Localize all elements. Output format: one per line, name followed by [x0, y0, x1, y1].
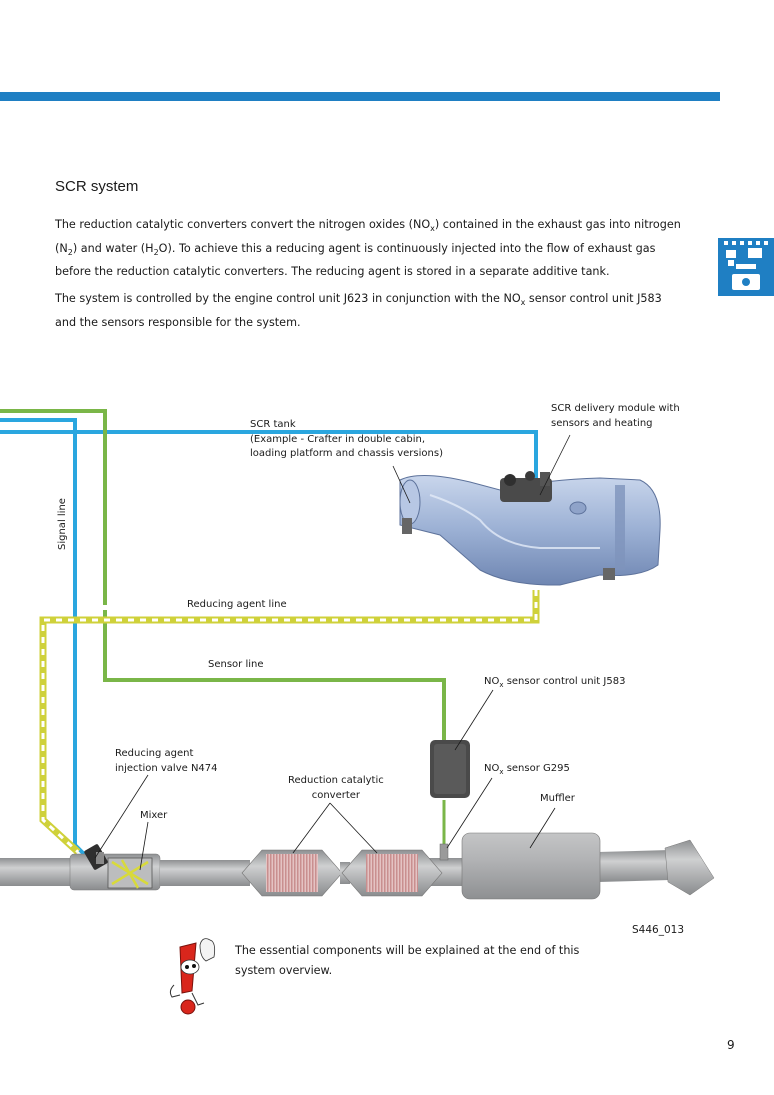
catalytic-converter-1 [241, 849, 343, 897]
scr-tank [399, 474, 661, 586]
system-overview-icon [724, 241, 768, 290]
mixer [107, 857, 153, 889]
control-paragraph: The system is controlled by the engine c… [55, 292, 662, 329]
label-reducing-agent-line: Reducing agent line [187, 599, 287, 610]
scr-delivery-module [500, 471, 587, 515]
intro-paragraph: The reduction catalytic converters conve… [55, 218, 681, 279]
nox-control-unit [430, 740, 470, 798]
label-mixer: Mixer [140, 810, 168, 821]
label-catalytic-converter: Reduction catalytic converter [288, 775, 384, 801]
label-delivery-module: SCR delivery module with sensors and hea… [551, 403, 680, 429]
note-text: The essential components will be explain… [235, 944, 580, 977]
section-tab[interactable] [718, 238, 774, 296]
header-accent-bar [0, 92, 720, 101]
page-number: 9 [727, 1038, 735, 1052]
label-signal-line: Signal line [57, 498, 68, 550]
muffler [461, 832, 601, 900]
section-title: SCR system [55, 178, 139, 195]
label-nox-control-unit: NOx sensor control unit J583 [484, 676, 626, 689]
label-nox-sensor: NOx sensor G295 [484, 763, 570, 776]
sensor-line [0, 409, 446, 848]
leader-lines [94, 434, 571, 871]
signal-line [0, 418, 538, 860]
scr-system-diagram [0, 409, 715, 900]
label-injection-valve: Reducing agent injection valve N474 [115, 748, 218, 774]
label-sensor-line: Sensor line [208, 659, 264, 670]
reducing-agent-line [39, 590, 540, 855]
catalytic-converter-2 [341, 849, 443, 897]
nox-sensor [439, 843, 449, 861]
label-scr-tank: SCR tank (Example - Crafter in double ca… [250, 419, 443, 459]
exclamation-hand-icon [169, 938, 216, 1015]
figure-code: S446_013 [632, 924, 684, 936]
label-muffler: Muffler [540, 793, 575, 804]
